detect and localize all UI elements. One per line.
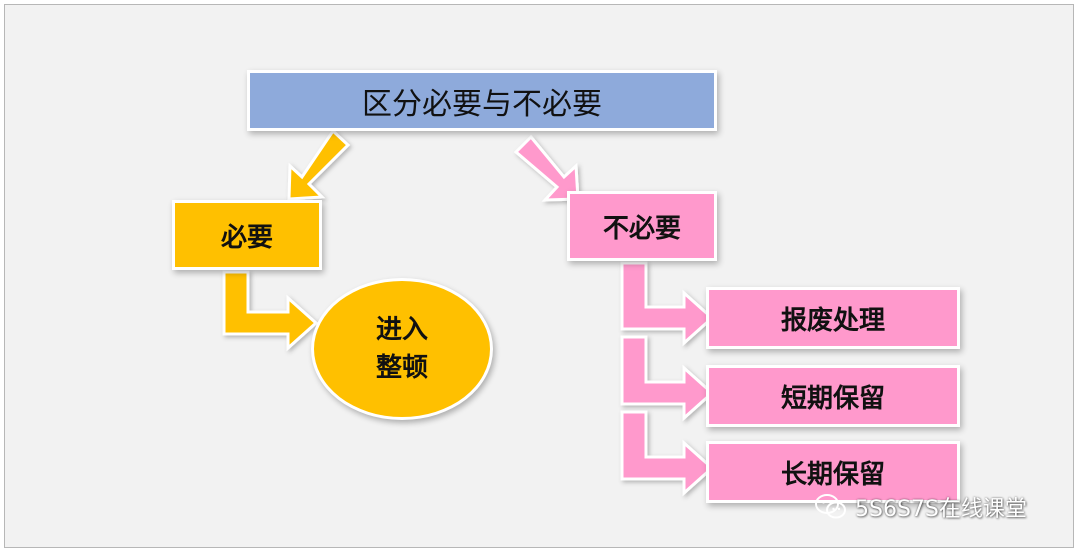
- needed-label: 必要: [220, 222, 273, 253]
- title-box: 区分必要与不必要: [247, 70, 717, 131]
- not-needed-box: 不必要: [567, 191, 717, 261]
- arrow-to-option-2: [620, 335, 715, 422]
- wechat-icon: [815, 494, 846, 519]
- ellipse-line-1: 进入: [375, 315, 428, 345]
- arrange-ellipse: 进入 整顿: [311, 278, 493, 420]
- title-text: 区分必要与不必要: [362, 86, 602, 122]
- arrow-needed-to-ellipse: [222, 270, 319, 352]
- option-label: 报废处理: [780, 305, 885, 336]
- option-label: 长期保留: [780, 459, 885, 490]
- watermark-text: 5S6S7S在线课堂: [855, 497, 1027, 522]
- arrow-to-needed: [287, 128, 351, 201]
- option-box-short-term: 短期保留: [706, 365, 960, 427]
- arrow-to-option-1: [620, 261, 715, 347]
- needed-box: 必要: [172, 200, 322, 270]
- watermark: 5S6S7S在线课堂: [815, 491, 1027, 523]
- option-label: 短期保留: [780, 383, 885, 414]
- arrow-to-not-needed: [513, 134, 580, 202]
- arrow-to-option-3: [620, 410, 715, 497]
- ellipse-line-2: 整顿: [375, 353, 428, 383]
- option-box-dispose: 报废处理: [706, 287, 960, 349]
- not-needed-label: 不必要: [602, 213, 681, 244]
- option-box-long-term: 长期保留: [706, 441, 960, 503]
